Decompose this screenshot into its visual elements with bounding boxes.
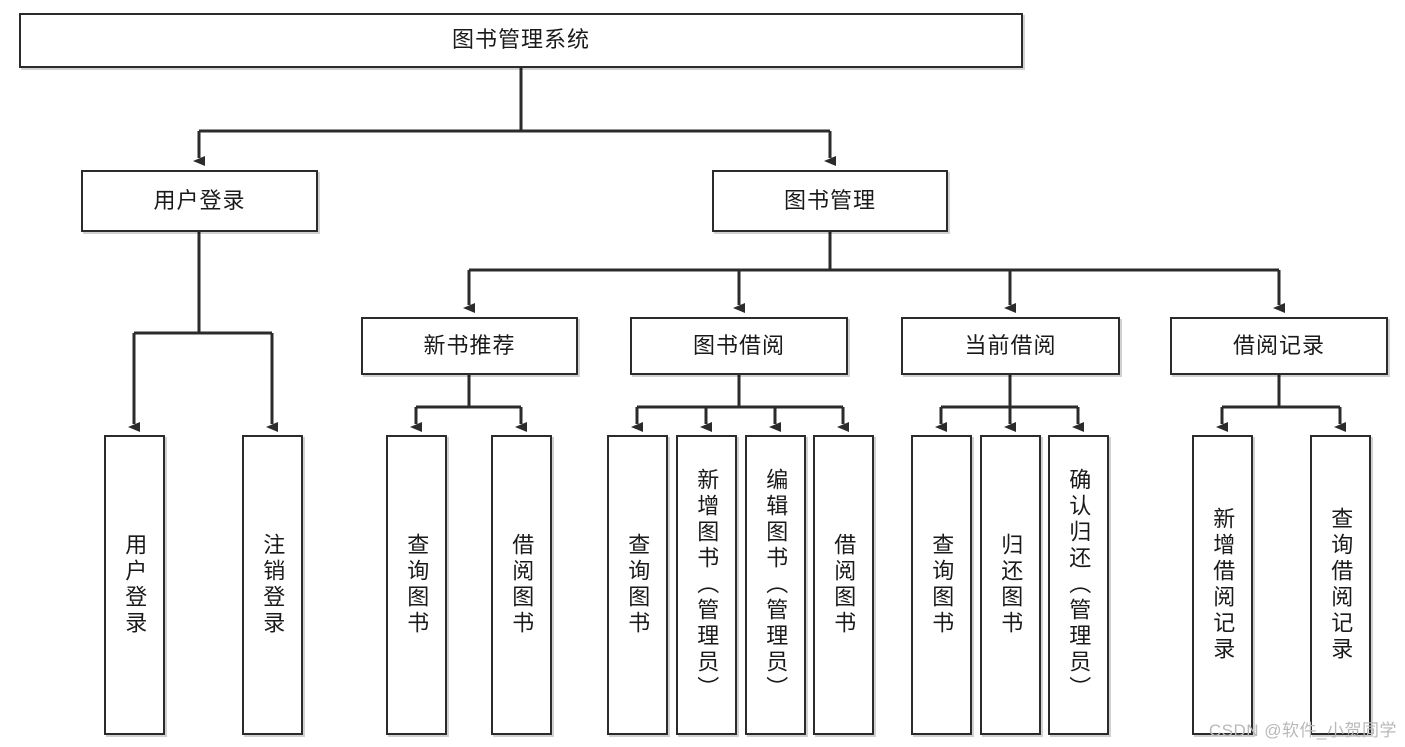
node-label: 用户登录 (122, 533, 148, 637)
node-label: 新书推荐 (423, 332, 516, 358)
leaf-book-borrow-edit-book-admin[interactable]: 编辑图书（管理员） (745, 435, 806, 735)
node-book-management[interactable]: 图书管理 (712, 170, 948, 232)
leaf-book-borrow-query-book[interactable]: 查询图书 (607, 435, 668, 735)
node-borrow-record[interactable]: 借阅记录 (1170, 317, 1388, 375)
node-label: 归还图书 (998, 533, 1024, 637)
leaf-new-book-borrow-book[interactable]: 借阅图书 (491, 435, 552, 735)
node-label: 注销登录 (260, 533, 286, 637)
node-label: 图书管理 (783, 187, 876, 213)
node-user-login[interactable]: 用户登录 (81, 170, 318, 232)
node-label: 新增图书（管理员） (694, 468, 720, 702)
node-new-book-recommend[interactable]: 新书推荐 (361, 317, 578, 375)
node-label: 查询图书 (929, 533, 955, 637)
node-label: 图书借阅 (692, 332, 785, 358)
leaf-book-borrow-borrow-book[interactable]: 借阅图书 (813, 435, 874, 735)
node-label: 编辑图书（管理员） (763, 468, 789, 702)
node-label: 查询借阅记录 (1328, 507, 1354, 663)
node-label: 用户登录 (153, 187, 246, 213)
node-label: 借阅图书 (831, 533, 857, 637)
node-label: 借阅记录 (1232, 332, 1325, 358)
node-root-book-management-system[interactable]: 图书管理系统 (19, 13, 1023, 68)
node-label: 借阅图书 (509, 533, 535, 637)
leaf-new-book-query-book[interactable]: 查询图书 (386, 435, 447, 735)
node-current-borrow[interactable]: 当前借阅 (901, 317, 1120, 375)
node-label: 确认归还（管理员） (1066, 468, 1092, 702)
leaf-book-borrow-add-book-admin[interactable]: 新增图书（管理员） (676, 435, 737, 735)
leaf-current-borrow-query-book[interactable]: 查询图书 (911, 435, 972, 735)
leaf-user-login-logout[interactable]: 注销登录 (242, 435, 303, 735)
node-label: 当前借阅 (964, 332, 1057, 358)
leaf-current-borrow-return-book[interactable]: 归还图书 (980, 435, 1041, 735)
leaf-current-borrow-confirm-return-admin[interactable]: 确认归还（管理员） (1048, 435, 1109, 735)
node-label: 查询图书 (625, 533, 651, 637)
node-label: 新增借阅记录 (1210, 507, 1236, 663)
leaf-borrow-record-add-record[interactable]: 新增借阅记录 (1192, 435, 1253, 735)
leaf-borrow-record-query-record[interactable]: 查询借阅记录 (1310, 435, 1371, 735)
node-label: 图书管理系统 (451, 27, 590, 53)
node-label: 查询图书 (404, 533, 430, 637)
leaf-user-login-login[interactable]: 用户登录 (104, 435, 165, 735)
node-book-borrow[interactable]: 图书借阅 (630, 317, 848, 375)
